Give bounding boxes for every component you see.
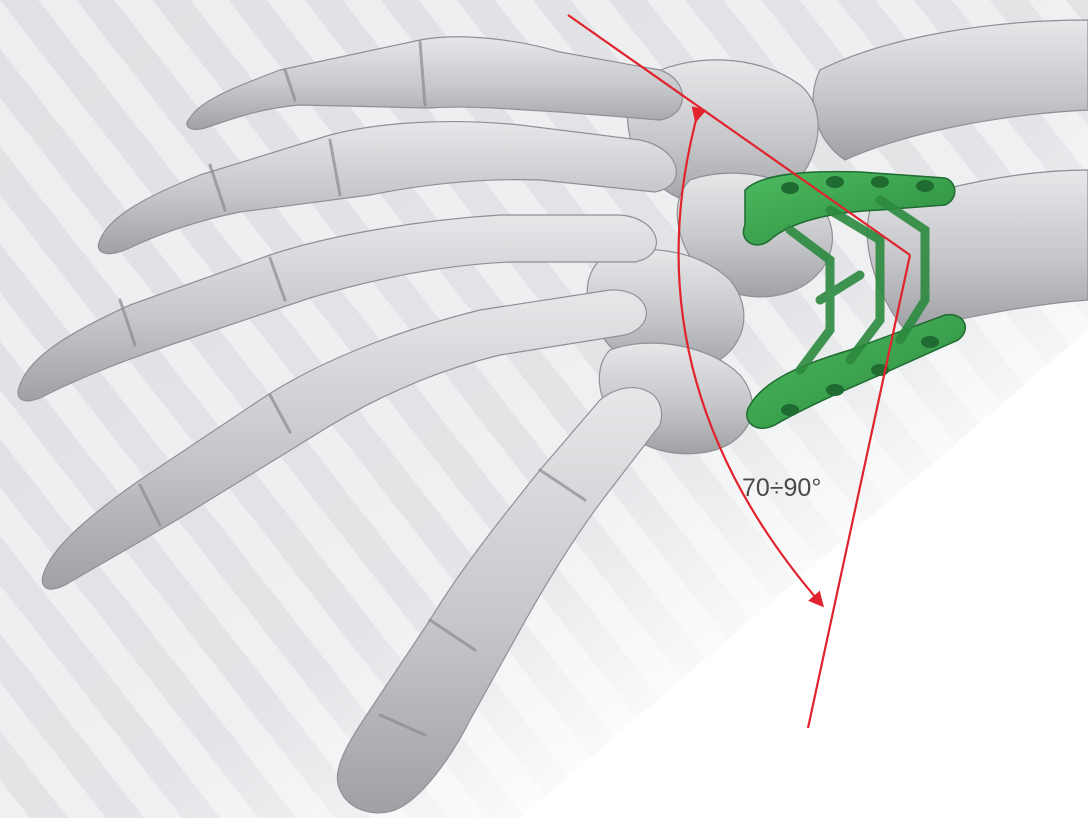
angle-label: 70÷90° [742,474,821,503]
